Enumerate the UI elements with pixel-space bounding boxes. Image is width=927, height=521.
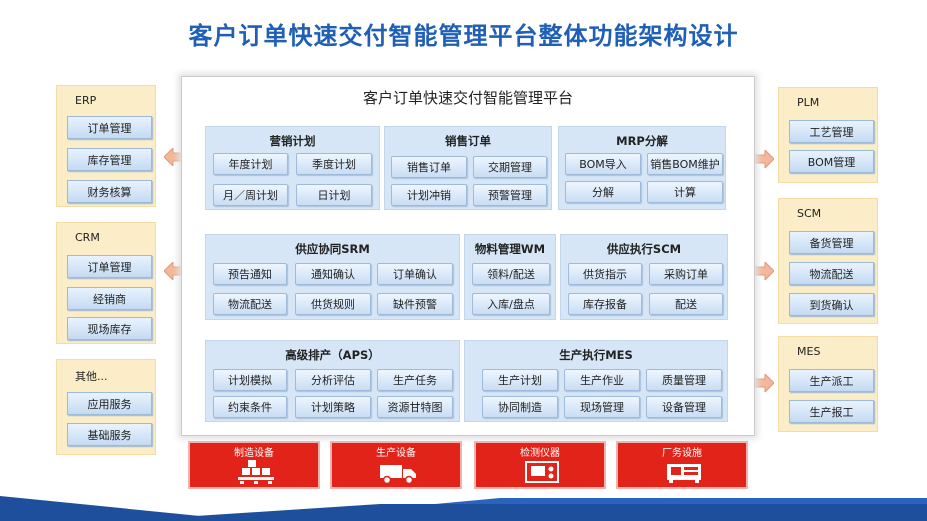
srm-logistics-button[interactable]: 物流配送 — [213, 293, 287, 315]
production-equipment-label: 生产设备 — [376, 448, 416, 459]
mrp-panel: MRP分解 BOM导入 销售BOM维护 分解 计算 — [558, 126, 726, 210]
production-report-button[interactable]: 生产报工 — [789, 400, 874, 423]
quality-management-button[interactable]: 质量管理 — [646, 369, 722, 391]
erp-accounting-button[interactable]: 财务核算 — [67, 180, 152, 203]
sales-order-button[interactable]: 销售订单 — [391, 156, 467, 178]
factory-facilities-tile: 厂务设施 — [616, 441, 748, 489]
mes-title: 生产执行MES — [559, 348, 633, 362]
wm-panel: 物料管理WM 领料/配送 入库/盘点 — [464, 234, 556, 320]
production-plan-button[interactable]: 生产计划 — [482, 369, 558, 391]
production-dispatch-button[interactable]: 生产派工 — [789, 369, 874, 392]
constraint-conditions-button[interactable]: 约束条件 — [213, 396, 287, 418]
plan-strategy-button[interactable]: 计划策略 — [295, 396, 371, 418]
daily-plan-button[interactable]: 日计划 — [296, 184, 372, 206]
site-management-button[interactable]: 现场管理 — [564, 396, 640, 418]
bom-import-button[interactable]: BOM导入 — [565, 153, 641, 175]
marketing-plan-panel: 营销计划 年度计划 季度计划 月／周计划 日计划 — [205, 126, 380, 210]
marketing-plan-title: 营销计划 — [269, 134, 316, 148]
testing-instrument-label: 检测仪器 — [520, 448, 560, 459]
arrival-confirmation-button[interactable]: 到货确认 — [789, 293, 874, 316]
scm-title: 供应执行SCM — [606, 242, 682, 256]
srm-title: 供应协同SRM — [295, 242, 370, 256]
crm-dealer-button[interactable]: 经销商 — [67, 287, 152, 310]
application-services-button[interactable]: 应用服务 — [67, 392, 152, 415]
erp-title: ERP — [75, 94, 97, 107]
other-title: 其他... — [75, 370, 108, 383]
scm-panel: 供应执行SCM 供货指示 采购订单 库存报备 配送 — [560, 234, 728, 320]
mes-side-title: MES — [797, 345, 821, 358]
plm-title: PLM — [797, 96, 820, 109]
pallet-goods-icon — [238, 460, 274, 484]
monthly-weekly-plan-button[interactable]: 月／周计划 — [213, 184, 288, 206]
annual-plan-button[interactable]: 年度计划 — [213, 153, 288, 175]
erp-order-management-button[interactable]: 订单管理 — [67, 116, 152, 139]
scm-side-box: SCM 备货管理 物流配送 到货确认 — [778, 198, 878, 324]
process-management-button[interactable]: 工艺管理 — [789, 120, 874, 143]
advance-notice-button[interactable]: 预告通知 — [213, 263, 287, 285]
supply-instruction-button[interactable]: 供货指示 — [568, 263, 642, 285]
equipment-management-button[interactable]: 设备管理 — [646, 396, 722, 418]
page-title: 客户订单快速交付智能管理平台整体功能架构设计 — [188, 22, 739, 50]
mrp-title: MRP分解 — [616, 134, 668, 148]
erp-inventory-management-button[interactable]: 库存管理 — [67, 148, 152, 171]
purchase-order-button[interactable]: 采购订单 — [649, 263, 723, 285]
manufacturing-equipment-label: 制造设备 — [234, 448, 274, 459]
crm-site-inventory-button[interactable]: 现场库存 — [67, 317, 152, 340]
supply-rules-button[interactable]: 供货规则 — [295, 293, 371, 315]
warning-management-button[interactable]: 预警管理 — [473, 184, 547, 206]
crm-title: CRM — [75, 231, 100, 244]
production-task-button[interactable]: 生产任务 — [377, 369, 453, 391]
aps-panel: 高级排产（APS） 计划模拟 分析评估 生产任务 约束条件 计划策略 资源甘特图 — [205, 340, 460, 422]
srm-panel: 供应协同SRM 预告通知 通知确认 订单确认 物流配送 供货规则 缺件预警 — [205, 234, 460, 320]
crm-order-management-button[interactable]: 订单管理 — [67, 255, 152, 278]
platform-frame: 客户订单快速交付智能管理平台 营销计划 年度计划 季度计划 月／周计划 日计划 … — [181, 76, 755, 436]
notice-confirmation-button[interactable]: 通知确认 — [295, 263, 371, 285]
plan-offset-button[interactable]: 计划冲销 — [391, 184, 467, 206]
analysis-evaluation-button[interactable]: 分析评估 — [295, 369, 371, 391]
inventory-report-button[interactable]: 库存报备 — [568, 293, 642, 315]
delivery-date-button[interactable]: 交期管理 — [473, 156, 547, 178]
wm-title: 物料管理WM — [474, 242, 546, 256]
logistics-delivery-button[interactable]: 物流配送 — [789, 262, 874, 285]
instrument-icon — [525, 461, 559, 483]
decomposition-button[interactable]: 分解 — [565, 181, 641, 203]
base-services-button[interactable]: 基础服务 — [67, 423, 152, 446]
order-confirmation-button[interactable]: 订单确认 — [377, 263, 453, 285]
plm-box: PLM 工艺管理 BOM管理 — [778, 87, 878, 183]
quarterly-plan-button[interactable]: 季度计划 — [296, 153, 372, 175]
erp-box: ERP 订单管理 库存管理 财务核算 — [56, 85, 156, 207]
truck-icon — [380, 465, 416, 485]
sales-order-panel: 销售订单 销售订单 交期管理 计划冲销 预警管理 — [384, 126, 552, 210]
sales-order-title: 销售订单 — [445, 134, 491, 148]
other-box: 其他... 应用服务 基础服务 — [56, 359, 156, 455]
testing-instrument-tile: 检测仪器 — [474, 441, 606, 489]
platform-title: 客户订单快速交付智能管理平台 — [362, 89, 573, 107]
scm-delivery-button[interactable]: 配送 — [649, 293, 723, 315]
crm-box: CRM 订单管理 经销商 现场库存 — [56, 222, 156, 344]
plan-simulation-button[interactable]: 计划模拟 — [213, 369, 287, 391]
sales-bom-maintenance-button[interactable]: 销售BOM维护 — [647, 153, 723, 175]
production-equipment-tile: 生产设备 — [330, 441, 462, 489]
factory-facilities-label: 厂务设施 — [662, 448, 702, 459]
facility-machine-icon — [667, 464, 701, 483]
mes-side-box: MES 生产派工 生产报工 — [778, 336, 878, 432]
bom-management-button[interactable]: BOM管理 — [789, 150, 874, 173]
collaborative-manufacturing-button[interactable]: 协同制造 — [482, 396, 558, 418]
calculation-button[interactable]: 计算 — [647, 181, 723, 203]
resource-gantt-button[interactable]: 资源甘特图 — [377, 396, 453, 418]
stock-preparation-button[interactable]: 备货管理 — [789, 231, 874, 254]
mes-panel: 生产执行MES 生产计划 生产作业 质量管理 协同制造 现场管理 设备管理 — [464, 340, 728, 422]
shortage-warning-button[interactable]: 缺件预警 — [377, 293, 453, 315]
manufacturing-equipment-tile: 制造设备 — [188, 441, 320, 489]
storage-inventory-button[interactable]: 入库/盘点 — [472, 293, 550, 315]
production-operation-button[interactable]: 生产作业 — [564, 369, 640, 391]
scm-side-title: SCM — [797, 207, 822, 220]
aps-title: 高级排产（APS） — [285, 348, 380, 362]
footer-decoration — [0, 492, 927, 521]
picking-delivery-button[interactable]: 领料/配送 — [472, 263, 550, 285]
